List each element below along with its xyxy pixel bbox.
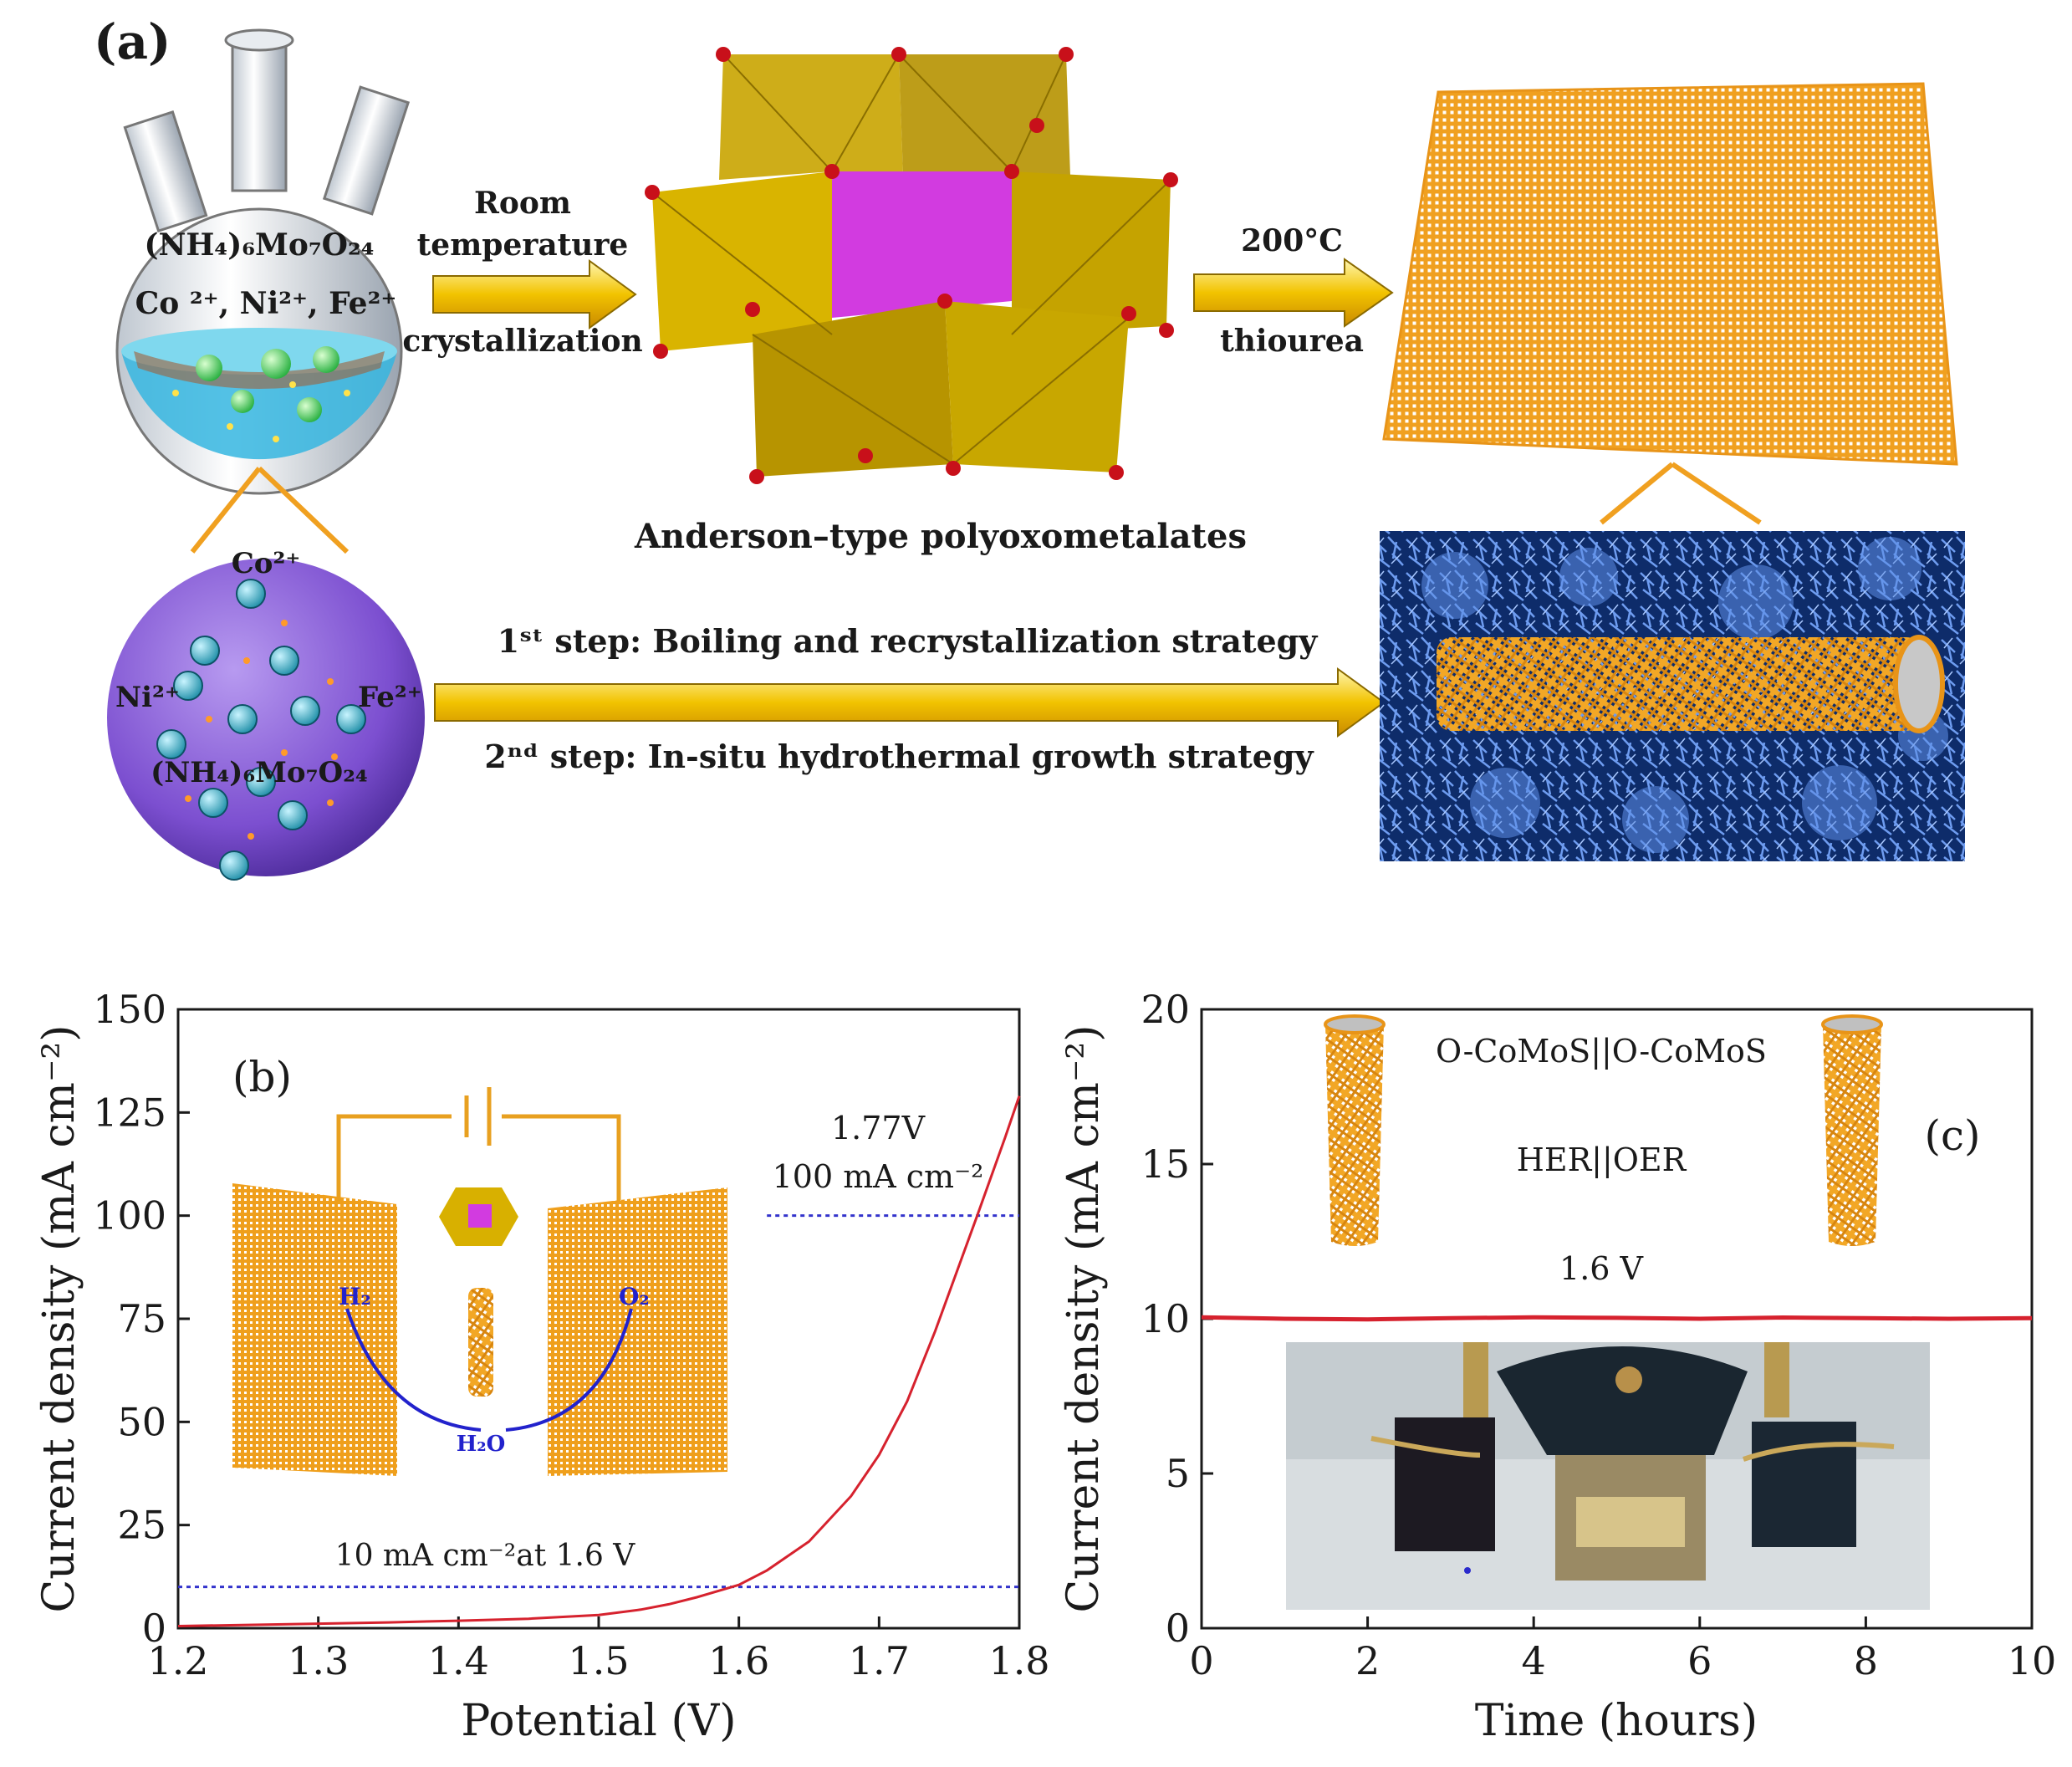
sphere-ni: Ni²⁺ bbox=[115, 681, 180, 714]
x-tick-label: 10 bbox=[2008, 1638, 2057, 1683]
arrow2-top: 200°C bbox=[1241, 223, 1343, 258]
series-line bbox=[177, 1095, 1021, 1627]
arrow1-line3: crystallization bbox=[402, 324, 642, 359]
chart-b-xlabel: Potential (V) bbox=[461, 1696, 736, 1746]
y-tick-label: 0 bbox=[142, 1606, 166, 1651]
reaction-label: HER||OER bbox=[1517, 1141, 1687, 1178]
voltage-label: 1.6 V bbox=[1559, 1250, 1644, 1287]
h2o-label: H₂O bbox=[457, 1432, 506, 1457]
y-tick-label: 0 bbox=[1166, 1606, 1190, 1651]
arrow-200c: 200°C thiourea bbox=[1193, 223, 1394, 359]
x-tick-label: 2 bbox=[1355, 1638, 1380, 1683]
x-tick-label: 1.6 bbox=[708, 1638, 769, 1683]
nanorod-sem-image bbox=[1380, 531, 1965, 861]
arrow1-line2: temperature bbox=[417, 227, 629, 263]
x-tick-label: 0 bbox=[1189, 1638, 1213, 1683]
device-label: O-CoMoS||O-CoMoS bbox=[1436, 1033, 1767, 1070]
step2-text: 2ⁿᵈ step: In-situ hydrothermal growth st… bbox=[484, 738, 1314, 775]
sphere-co: Co²⁺ bbox=[232, 547, 301, 580]
chart-c-xlabel: Time (hours) bbox=[1475, 1696, 1758, 1746]
panel-c-label: (c) bbox=[1924, 1111, 1980, 1160]
sphere-fe: Fe²⁺ bbox=[358, 681, 422, 714]
x-tick-label: 8 bbox=[1854, 1638, 1878, 1683]
connector-arrows bbox=[190, 462, 1762, 554]
step1-text: 1ˢᵗ step: Boiling and recrystallization … bbox=[498, 622, 1319, 660]
pom-caption: Anderson–type polyoxometalates bbox=[634, 517, 1247, 556]
y-tick-label: 100 bbox=[93, 1193, 166, 1238]
y-tick-label: 10 bbox=[1141, 1296, 1190, 1341]
x-tick-label: 1.8 bbox=[988, 1638, 1049, 1683]
sphere-formula: (NH₄)₆Mo₇O₂₄ bbox=[151, 756, 368, 789]
flask-formula: (NH₄)₆Mo₇O₂₄ bbox=[144, 227, 374, 263]
annotation-voltage: 1.77V bbox=[831, 1110, 926, 1147]
y-tick-label: 5 bbox=[1166, 1451, 1190, 1496]
chart-c: 0 2 4 6 8 10 0 5 10 15 20 Time (hours) Current den… bbox=[1059, 987, 2056, 1746]
electrolysis-photo bbox=[1286, 1342, 1930, 1610]
x-tick-label: 1.5 bbox=[568, 1638, 629, 1683]
x-tick-label: 1.2 bbox=[147, 1638, 208, 1683]
x-tick-label: 6 bbox=[1687, 1638, 1712, 1683]
nanorod-left bbox=[1324, 1014, 1386, 1246]
y-tick-label: 75 bbox=[117, 1296, 166, 1341]
annotation-low: 10 mA cm⁻²at 1.6 V bbox=[335, 1539, 636, 1573]
y-tick-label: 125 bbox=[93, 1090, 166, 1135]
x-tick-label: 1.4 bbox=[428, 1638, 489, 1683]
flask-ions: Co ²⁺, Ni²⁺, Fe²⁺ bbox=[135, 286, 397, 321]
orange-mesh-sheet bbox=[1382, 82, 1958, 466]
annotation-current: 100 mA cm⁻² bbox=[773, 1158, 984, 1195]
ion-sphere: Co²⁺ Ni²⁺ Fe²⁺ (NH₄)₆Mo₇O₂₄ bbox=[107, 547, 425, 881]
x-tick-label: 1.7 bbox=[849, 1638, 910, 1683]
y-tick-label: 25 bbox=[117, 1503, 166, 1548]
x-tick-label: 4 bbox=[1522, 1638, 1546, 1683]
y-tick-label: 50 bbox=[117, 1399, 166, 1444]
chart-b-ylabel: Current density (mA cm⁻²) bbox=[34, 1024, 84, 1612]
o2-label: O₂ bbox=[619, 1283, 650, 1310]
series-line bbox=[1201, 1315, 2033, 1322]
y-tick-label: 15 bbox=[1141, 1141, 1190, 1187]
arrow-steps: 1ˢᵗ step: Boiling and recrystallization … bbox=[434, 622, 1386, 775]
three-neck-flask: (NH₄)₆Mo₇O₂₄ Co ²⁺, Ni²⁺, Fe²⁺ bbox=[115, 28, 411, 495]
electrolyzer-inset: H₂ O₂ H₂O bbox=[232, 1087, 727, 1476]
arrow1-line1: Room bbox=[474, 186, 571, 221]
panel-a-label: (a) bbox=[94, 13, 171, 70]
arrow-room-temp: Room temperature crystallization bbox=[402, 186, 642, 359]
y-tick-label: 20 bbox=[1141, 987, 1190, 1032]
chart-c-ylabel: Current density (mA cm⁻²) bbox=[1059, 1024, 1109, 1612]
h2-label: H₂ bbox=[339, 1283, 371, 1310]
polyoxometalate-structure: Anderson–type polyoxometalates bbox=[634, 47, 1247, 556]
chart-b: 1.2 1.3 1.4 1.5 1.6 1.7 1.8 0 25 50 75 100 125 150 Po… bbox=[34, 987, 1050, 1746]
arrow2-bottom: thiourea bbox=[1220, 324, 1364, 359]
panel-b-label: (b) bbox=[232, 1053, 292, 1101]
y-tick-label: 150 bbox=[93, 987, 166, 1032]
x-tick-label: 1.3 bbox=[288, 1638, 349, 1683]
nanorod-right bbox=[1821, 1014, 1883, 1246]
